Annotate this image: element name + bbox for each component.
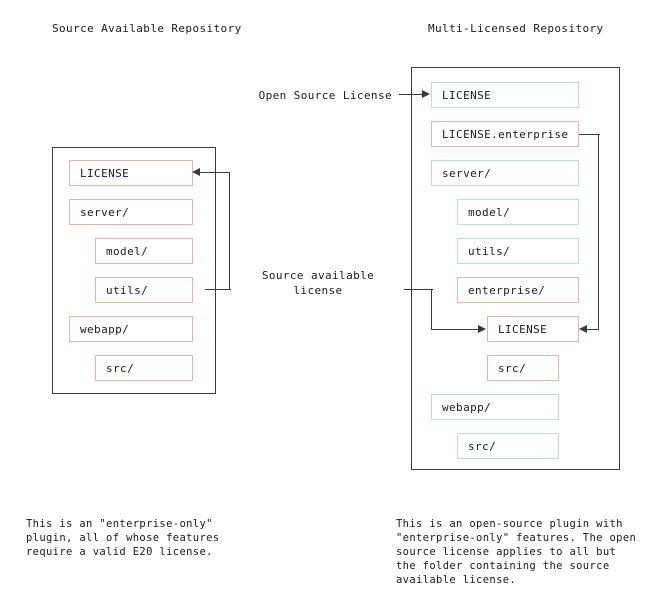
right-node-webapp-src[interactable]: src/ — [457, 433, 559, 459]
left-node-webapp[interactable]: webapp/ — [69, 316, 193, 342]
left-node-model[interactable]: model/ — [95, 238, 193, 264]
left-node-src[interactable]: src/ — [95, 355, 193, 381]
right-node-enterprise[interactable]: enterprise/ — [457, 277, 579, 303]
right-branch-horizontal-upper — [404, 289, 433, 291]
right-caption: This is an open-source plugin with "ente… — [396, 518, 637, 586]
left-repo-title: Source Available Repository — [52, 22, 242, 35]
right-node-utils[interactable]: utils/ — [457, 238, 579, 264]
enterprise-license-connector-vertical — [598, 134, 600, 330]
right-repo-title: Multi-Licensed Repository — [428, 22, 604, 35]
right-branch-arrowhead — [478, 325, 486, 333]
left-node-utils[interactable]: utils/ — [95, 277, 193, 303]
right-node-server[interactable]: server/ — [431, 160, 579, 186]
right-node-license-enterprise[interactable]: LICENSE.enterprise — [431, 121, 579, 147]
source-available-license-label-line1: Source available — [261, 269, 375, 282]
source-available-license-label: Source available license — [243, 268, 393, 298]
open-source-license-arrowhead — [422, 90, 430, 98]
enterprise-license-connector-arrowhead — [579, 325, 587, 333]
left-node-server[interactable]: server/ — [69, 199, 193, 225]
left-caption: This is an "enterprise-only" plugin, all… — [26, 518, 220, 558]
enterprise-license-connector-top — [579, 134, 600, 136]
right-branch-vertical — [431, 289, 433, 330]
open-source-license-connector-line — [399, 94, 425, 96]
open-source-license-label: Open Source License — [258, 89, 392, 102]
left-node-license[interactable]: LICENSE — [69, 160, 193, 186]
left-branch-vertical — [229, 172, 231, 290]
right-node-enterprise-src[interactable]: src/ — [487, 355, 559, 381]
right-branch-horizontal-lower — [431, 329, 480, 331]
right-node-webapp[interactable]: webapp/ — [431, 394, 559, 420]
left-branch-arrowhead — [192, 168, 200, 176]
left-repo-container — [52, 147, 216, 394]
source-available-license-label-line2: license — [293, 284, 343, 297]
right-node-license[interactable]: LICENSE — [431, 82, 579, 108]
left-branch-horizontal-lower — [205, 289, 231, 291]
left-branch-horizontal-upper — [200, 172, 230, 174]
right-node-model[interactable]: model/ — [457, 199, 579, 225]
right-node-enterprise-license[interactable]: LICENSE — [487, 316, 579, 342]
enterprise-license-connector-bottom — [587, 329, 599, 331]
